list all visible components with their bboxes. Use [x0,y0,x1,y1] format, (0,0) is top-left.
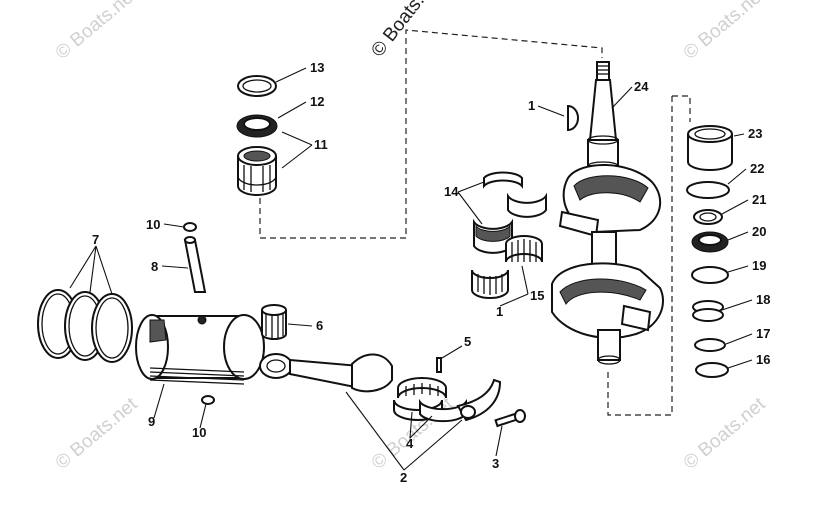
callout-13: 13 [310,60,324,75]
retaining-clip-10 [183,222,197,232]
washer-21 [693,209,723,225]
watermark: © Boats.net [52,393,142,474]
callout-labels: 13 12 11 1 24 14 15 1 23 22 21 20 19 18 … [92,60,770,485]
connecting-rod-2 [259,353,393,393]
needle-bearing-6 [261,304,287,340]
callout-1: 1 [496,304,503,319]
watermark: © Boats.net [680,0,770,64]
callout-18: 18 [756,292,770,307]
callout-2: 2 [400,470,407,485]
callout-10: 10 [146,217,160,232]
callout-3: 3 [492,456,499,471]
watermark: © Boats.net [52,0,142,64]
ring-16 [695,362,729,378]
seal-ring-13 [237,75,277,97]
seal-20 [691,231,729,253]
ring-22 [686,181,730,199]
watermark: © Boats.net [680,393,770,474]
rod-bearing-4 [393,377,467,423]
retaining-clip-10 [201,395,215,405]
callout-20: 20 [752,224,766,239]
callout-23: 23 [748,126,762,141]
callout-1: 1 [528,98,535,113]
assembly-lines [259,29,691,416]
watermarks: © Boats.net © Boats.net © Boats.net © Bo… [52,0,770,474]
bearing-sleeve-23 [687,125,733,171]
crankshaft-24 [551,61,664,365]
callout-5: 5 [464,334,471,349]
piston-rings-7 [37,289,133,363]
callout-9: 9 [148,414,155,429]
woodruff-key [567,104,579,132]
ring-17 [694,338,726,352]
leader-lines [69,67,753,471]
seal-12 [236,114,278,138]
callout-22: 22 [750,161,764,176]
needle-bearing-15 [471,235,543,299]
callout-19: 19 [752,258,766,273]
piston-9 [135,314,265,385]
rod-cap [456,378,502,422]
callout-10: 10 [192,425,206,440]
callout-16: 16 [756,352,770,367]
retaining-ring-18 [692,300,724,322]
wrist-pin-8 [183,236,207,293]
callout-14: 14 [444,184,459,199]
callout-24: 24 [634,79,649,94]
callout-11: 11 [314,137,328,152]
ring-19 [691,266,729,284]
callout-6: 6 [316,318,323,333]
bearing-11 [237,146,277,196]
callout-8: 8 [151,259,158,274]
callout-21: 21 [752,192,766,207]
callout-4: 4 [406,436,414,451]
callout-17: 17 [756,326,770,341]
rod-screw-3 [494,409,526,428]
callout-7: 7 [92,232,99,247]
callout-12: 12 [310,94,324,109]
dowel-pin-5 [436,357,442,373]
bearing-half-14 [473,171,547,254]
callout-15: 15 [530,288,544,303]
